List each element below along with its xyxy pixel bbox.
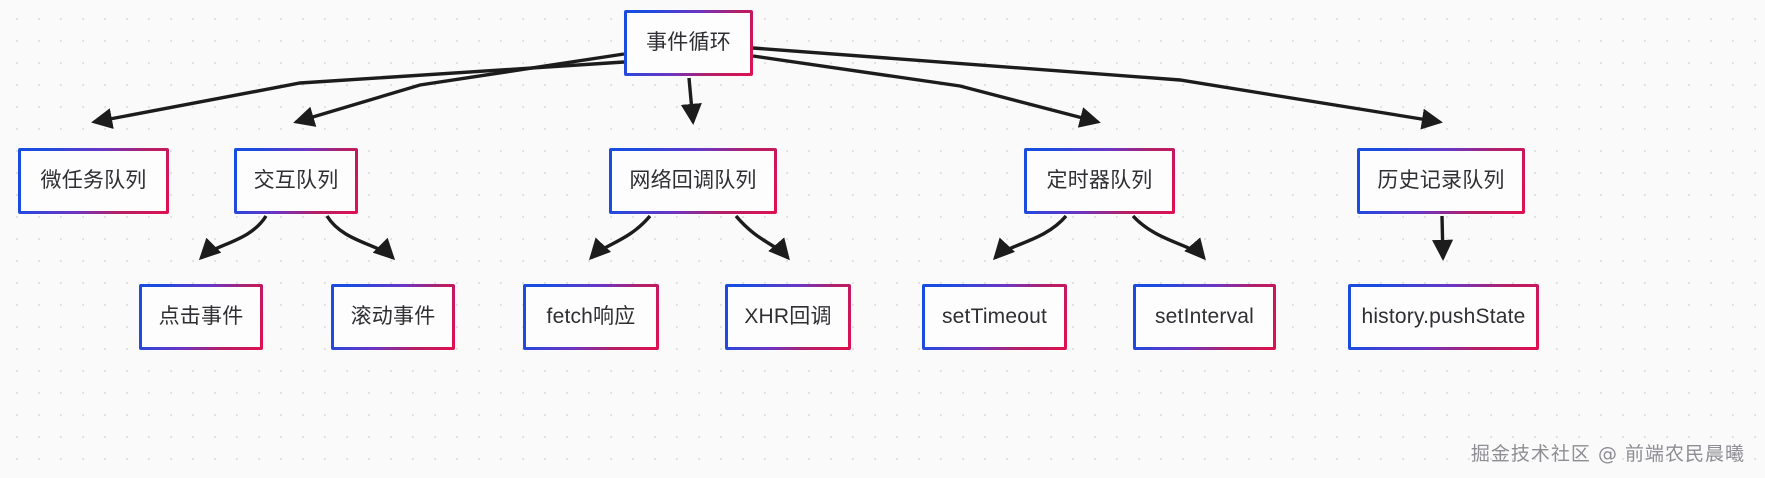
edge-root-to-microtask (91, 60, 625, 129)
node-interaction-queue[interactable]: 交互队列 (234, 148, 358, 214)
node-microtask-queue[interactable]: 微任务队列 (18, 148, 169, 214)
edge-timer-to-setinterval (1131, 214, 1206, 261)
edge-root-to-timer (752, 54, 1101, 128)
node-timer-queue[interactable]: 定时器队列 (1024, 148, 1175, 214)
edge-timer-to-settimeout (992, 214, 1068, 261)
node-label: XHR回调 (744, 305, 832, 329)
edge-history-to-pushstate (1432, 215, 1454, 261)
node-event-loop[interactable]: 事件循环 (624, 10, 753, 76)
node-xhr-callback[interactable]: XHR回调 (725, 284, 851, 350)
node-label: 交互队列 (253, 169, 339, 193)
edge-network-to-fetch (588, 214, 652, 261)
node-label: 滚动事件 (350, 305, 436, 329)
node-label: setTimeout (941, 305, 1048, 329)
edge-root-to-network (680, 77, 702, 125)
edge-interaction-to-click (198, 215, 268, 261)
node-network-callback-queue[interactable]: 网络回调队列 (609, 148, 777, 214)
node-click-event[interactable]: 点击事件 (139, 284, 263, 350)
node-history-pushstate[interactable]: history.pushState (1348, 284, 1539, 350)
node-settimeout[interactable]: setTimeout (922, 284, 1067, 350)
watermark-text: 掘金技术社区 @ 前端农民晨曦 (1470, 443, 1745, 465)
edge-root-to-interaction (293, 52, 625, 127)
edge-root-to-history (752, 46, 1443, 130)
node-label: setInterval (1154, 305, 1255, 329)
edge-interaction-to-scroll (325, 215, 396, 261)
node-scroll-event[interactable]: 滚动事件 (331, 284, 455, 350)
node-fetch-response[interactable]: fetch响应 (523, 284, 659, 350)
node-setinterval[interactable]: setInterval (1133, 284, 1276, 350)
node-label: 事件循环 (646, 31, 731, 55)
node-label: 历史记录队列 (1377, 169, 1505, 193)
node-history-queue[interactable]: 历史记录队列 (1357, 148, 1525, 214)
node-label: 点击事件 (158, 305, 244, 329)
node-label: 网络回调队列 (629, 169, 757, 193)
node-label: fetch响应 (546, 305, 636, 329)
node-label: 定时器队列 (1046, 169, 1153, 193)
node-label: history.pushState (1361, 305, 1526, 329)
node-label: 微任务队列 (40, 169, 147, 193)
edge-network-to-xhr (734, 214, 790, 261)
